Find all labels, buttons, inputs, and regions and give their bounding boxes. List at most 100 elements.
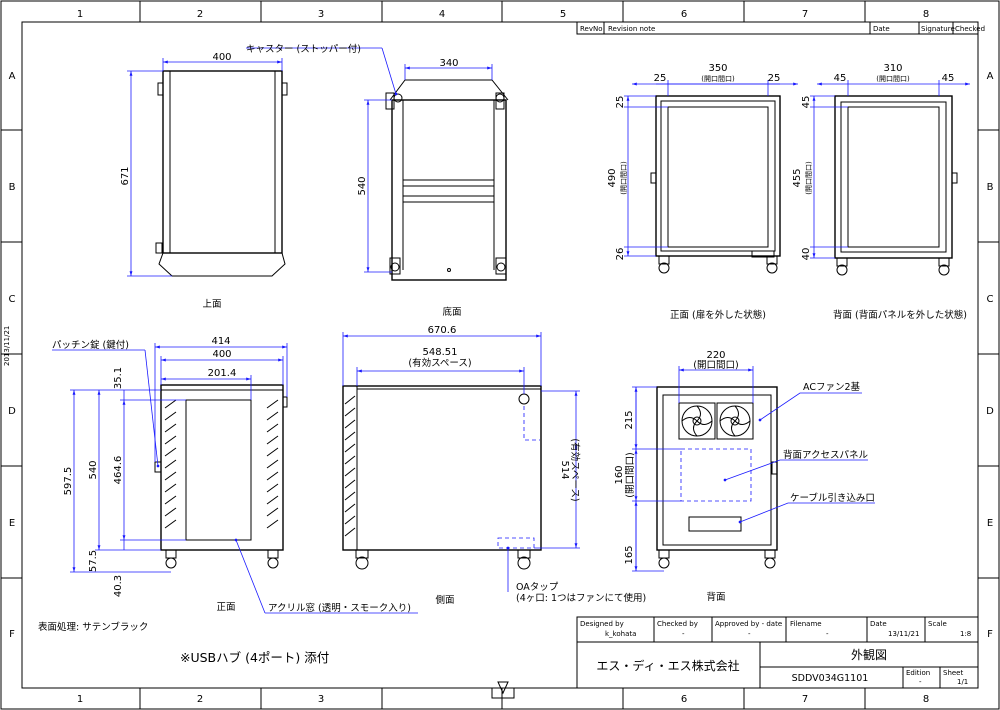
bo-width-sub: (開口間口) (876, 75, 910, 83)
side-view-label: 側面 (435, 594, 454, 606)
row-d: D (8, 406, 16, 417)
scale-value: 1:8 (960, 630, 971, 638)
top-width-dim: 400 (212, 52, 231, 63)
col-7: 7 (802, 9, 808, 20)
front-view: 414 400 201.4 597.5 540 35.1 464.6 57.5 … (52, 336, 418, 614)
back-width-220: 220 (706, 350, 725, 361)
side-width-54851: 548.51 (423, 347, 458, 358)
front-height-351: 35.1 (113, 367, 124, 389)
front-left-louvers (164, 399, 177, 529)
rev-no-header: RevNo (580, 25, 603, 33)
date-label: Date (870, 620, 887, 628)
cable-callout: ケーブル引き込み口 (790, 492, 875, 504)
edition-label: Edition (906, 669, 930, 677)
col-1-bottom: 1 (77, 694, 83, 705)
row-e-right: E (987, 518, 993, 529)
rev-note-header: Revision note (608, 25, 655, 33)
col-1: 1 (77, 9, 83, 20)
acrylic-callout: アクリル窓 (透明・スモーク入り) (268, 602, 411, 614)
col-4: 4 (439, 9, 445, 20)
side-height-514: 514 (559, 460, 570, 479)
back-open-label: 背面 (背面パネルを外した状態) (833, 309, 967, 321)
bo-height-dim: 455 (792, 168, 803, 187)
title-block: Designed by k_kohata Checked by - Approv… (576, 616, 979, 689)
bottom-view: 340 540 (246, 47, 509, 281)
rev-signature-header: Signature (921, 25, 955, 33)
filename-label: Filename (790, 620, 822, 628)
row-c-right: C (987, 294, 994, 305)
front-open-label: 正面 (扉を外した状態) (670, 309, 766, 321)
front-height-4646: 464.6 (113, 456, 124, 485)
approved-value: - (748, 630, 751, 638)
row-f-right: F (987, 629, 993, 640)
checked-by-label: Checked by (657, 620, 698, 628)
front-right-louvers (266, 399, 279, 529)
back-height-165: 165 (624, 545, 635, 564)
back-view-label: 背面 (706, 591, 725, 603)
side-view: 670.6 548.51 (有効スペース) 514 (有効スペース) (342, 325, 581, 592)
side-date: 2013/11/21 (3, 326, 11, 366)
fo-top-margin: 25 (615, 96, 626, 109)
bo-left-margin: 45 (834, 73, 847, 84)
front-height-575: 57.5 (88, 550, 99, 572)
rev-checked-header: Checked (955, 25, 985, 33)
back-open-view: 310 (開口間口) 45 45 45 455 (開口間口) 40 (792, 63, 970, 276)
finish-note: 表面処理: サテンブラック (38, 621, 148, 633)
side-width-6706: 670.6 (428, 325, 457, 336)
fo-height-dim: 490 (607, 168, 618, 187)
caster-callout: キャスター (ストッパー付) (246, 44, 361, 55)
fo-bottom-margin: 26 (615, 248, 626, 261)
fo-width-sub: (開口間口) (701, 75, 735, 83)
front-height-540: 540 (88, 460, 99, 479)
ac-fan-callout: ACファン2基 (803, 381, 861, 393)
front-width-414: 414 (211, 336, 230, 347)
row-a-right: A (987, 71, 994, 82)
col-3-bottom: 3 (318, 694, 324, 705)
col-6-bottom: 6 (681, 694, 687, 705)
bo-top-margin: 45 (801, 96, 812, 109)
row-b: B (9, 182, 16, 193)
col-8-bottom: 8 (923, 694, 929, 705)
fo-right-margin: 25 (768, 73, 781, 84)
col-5: 5 (560, 9, 566, 20)
top-view: 400 671 (120, 52, 288, 277)
front-width-2014: 201.4 (208, 368, 237, 379)
drawing-title: 外観図 (851, 648, 887, 662)
back-height-215: 215 (624, 410, 635, 429)
back-height-sub: (開口間口) (625, 452, 636, 497)
front-open-view: 350 (開口間口) 25 25 25 490 (開口間口) 26 (607, 63, 798, 274)
bottom-view-label: 底面 (442, 306, 461, 318)
top-view-label: 上面 (202, 299, 221, 310)
oa-tap-callout: OAタップ (516, 582, 559, 593)
drawing-number: SDDV034G1101 (792, 673, 869, 684)
col-6: 6 (681, 9, 687, 20)
designed-by-value: k_kohata (605, 630, 636, 638)
row-d-right: D (986, 406, 994, 417)
col-2-bottom: 2 (197, 694, 203, 705)
bottom-width-dim: 340 (439, 58, 458, 69)
side-louvers (344, 395, 356, 537)
fo-width-dim: 350 (708, 63, 727, 74)
col-7-bottom: 7 (802, 694, 808, 705)
front-width-400: 400 (212, 349, 231, 360)
filename-value: - (826, 630, 829, 638)
row-a: A (9, 71, 16, 82)
bo-height-sub: (開口間口) (805, 161, 813, 195)
front-height-403: 40.3 (113, 575, 124, 597)
fo-left-margin: 25 (654, 73, 667, 84)
designed-by-label: Designed by (580, 620, 624, 628)
sheet-label: Sheet (943, 669, 963, 677)
company-name: エス・ディ・エス株式会社 (596, 658, 739, 673)
col-8: 8 (923, 9, 929, 20)
sheet-value: 1/1 (957, 678, 968, 686)
edition-value: - (919, 678, 922, 686)
latch-callout: パッチン錠 (鍵付) (52, 339, 129, 351)
row-e: E (9, 518, 15, 529)
bo-bottom-margin: 40 (801, 248, 812, 261)
side-width-sub: (有効スペース) (408, 357, 471, 369)
top-height-dim: 671 (120, 166, 131, 185)
front-view-label: 正面 (216, 602, 235, 613)
oa-tap-sub-callout: (4ヶ口: 1つはファンにて使用) (516, 592, 646, 604)
back-view: 220 (開口間口) 215 160 (開口間口) 165 (614, 350, 875, 572)
